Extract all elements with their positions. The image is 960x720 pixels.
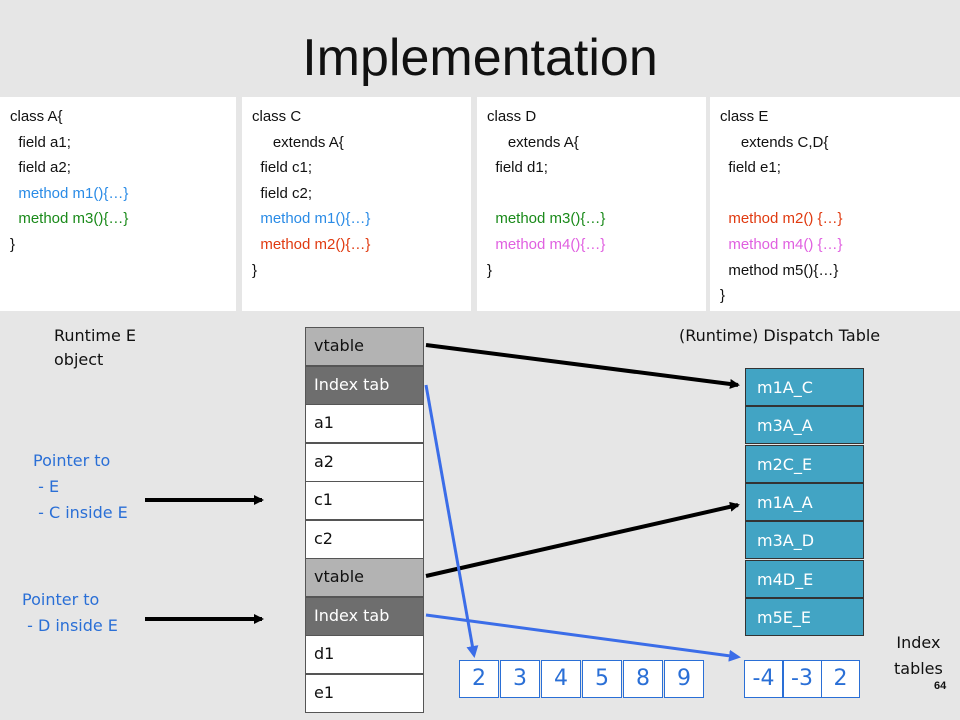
dispatch-entry: m4D_E bbox=[745, 559, 864, 598]
dispatch-entry: m1A_A bbox=[745, 482, 864, 521]
dispatch-table-label: (Runtime) Dispatch Table bbox=[679, 326, 881, 345]
dispatch-entry: m3A_D bbox=[745, 521, 864, 560]
index-cell: -4 bbox=[744, 660, 783, 698]
object-cell: a1 bbox=[305, 404, 424, 443]
index-cell: 4 bbox=[541, 660, 581, 698]
slide-title: Implementation bbox=[302, 29, 658, 87]
code-line: field c1; bbox=[252, 159, 313, 177]
code-line: class E bbox=[720, 108, 769, 125]
dispatch-entry: m3A_A bbox=[745, 406, 864, 445]
index-tab-e-arrow bbox=[424, 384, 479, 658]
code-line: field e1; bbox=[720, 159, 781, 177]
class-d-code: class D extends A{ field d1; method m3()… bbox=[477, 97, 706, 311]
code-line: method m3(){…} bbox=[487, 210, 606, 228]
code-line: field a2; bbox=[10, 159, 71, 177]
class-c-code: class C extends A{ field c1; field c2; m… bbox=[242, 97, 471, 311]
code-line: method m3(){…} bbox=[10, 210, 129, 228]
code-line: class C bbox=[252, 108, 302, 125]
index-cell: -3 bbox=[782, 660, 822, 698]
code-line: extends A{ bbox=[252, 133, 344, 151]
vtable-e-arrow bbox=[425, 343, 740, 389]
class-e-code: class E extends C,D{ field e1; method m2… bbox=[710, 97, 960, 311]
object-cell: c1 bbox=[305, 481, 424, 520]
object-cell: Index tab bbox=[305, 365, 424, 405]
code-line: method m2() {…} bbox=[720, 210, 843, 228]
code-line: method m1(){…} bbox=[252, 210, 371, 228]
code-line: method m1(){…} bbox=[10, 184, 129, 202]
index-cell: 9 bbox=[664, 660, 704, 698]
code-line: field d1; bbox=[487, 159, 548, 177]
runtime-object-label: Runtime E object bbox=[54, 326, 137, 369]
code-line: field c2; bbox=[252, 184, 313, 202]
index-cell: 2 bbox=[821, 660, 860, 698]
code-line: } bbox=[487, 261, 493, 279]
page-number: 64 bbox=[934, 680, 947, 692]
code-line: extends C,D{ bbox=[720, 133, 829, 151]
index-cell: 2 bbox=[459, 660, 499, 698]
code-line: } bbox=[10, 235, 16, 253]
class-a-code: class A{ field a1; field a2; method m1()… bbox=[0, 97, 236, 311]
code-line: class D bbox=[487, 108, 537, 125]
code-line: method m4() {…} bbox=[720, 235, 843, 253]
object-cell: e1 bbox=[305, 673, 424, 713]
dispatch-entry: m1A_C bbox=[745, 368, 864, 406]
code-line: class A{ bbox=[10, 108, 63, 125]
code-line: method m5(){…} bbox=[720, 261, 839, 279]
code-line: } bbox=[720, 287, 726, 305]
object-cell: Index tab bbox=[305, 596, 424, 636]
pointer-d-label: Pointer to - D inside E bbox=[22, 590, 118, 635]
pointer-e-label: Pointer to - E - C inside E bbox=[33, 451, 128, 522]
code-line: field a1; bbox=[10, 133, 71, 151]
index-cell: 8 bbox=[623, 660, 663, 698]
dispatch-entry: m5E_E bbox=[745, 597, 864, 636]
code-line: } bbox=[252, 261, 258, 279]
index-cell: 5 bbox=[582, 660, 622, 698]
code-line: method m2(){…} bbox=[252, 235, 371, 253]
dispatch-entry: m2C_E bbox=[745, 444, 864, 483]
vtable-d-arrow bbox=[425, 501, 740, 578]
index-tables-label: Index tables bbox=[894, 633, 943, 678]
code-line: method m4(){…} bbox=[487, 235, 606, 253]
code-line: extends A{ bbox=[487, 133, 579, 151]
object-cell: a2 bbox=[305, 442, 424, 482]
index-tab-d-arrow bbox=[425, 613, 741, 662]
index-cell: 3 bbox=[500, 660, 540, 698]
